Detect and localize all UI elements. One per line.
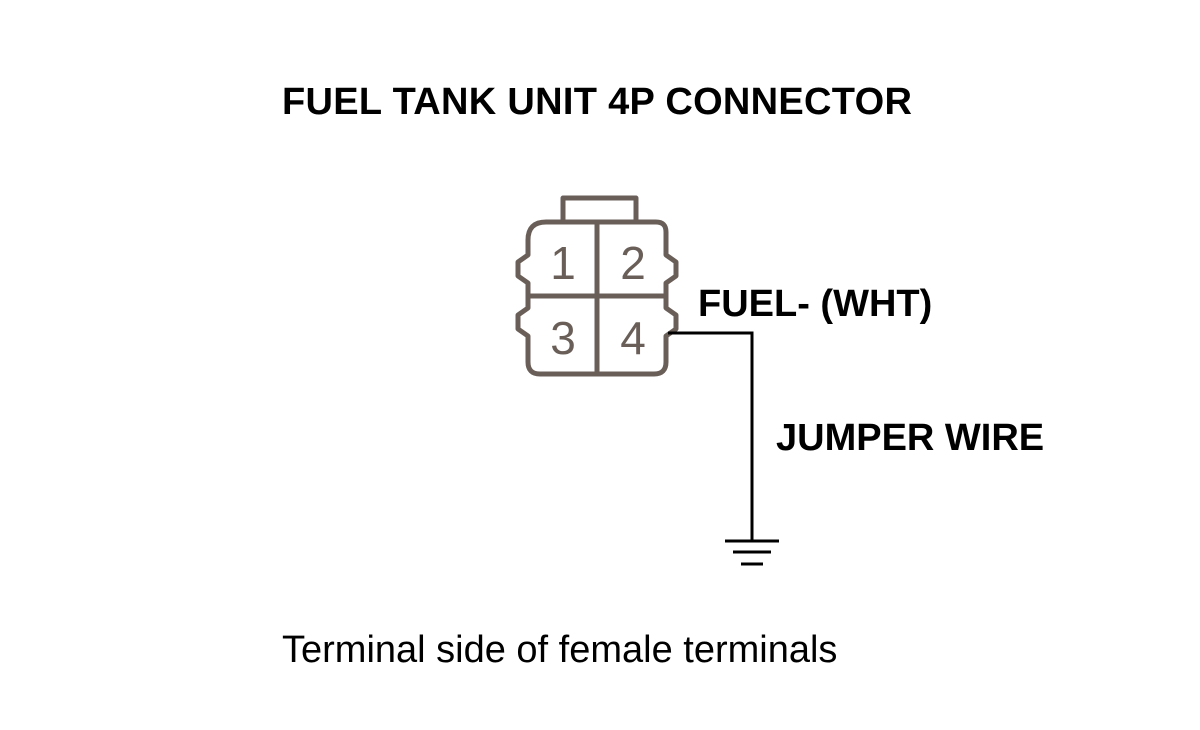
connector-housing xyxy=(515,195,679,377)
jumper-wire xyxy=(668,331,754,540)
ground-icon xyxy=(725,539,779,566)
diagram-title: FUEL TANK UNIT 4P CONNECTOR xyxy=(282,81,913,123)
fuel-wire-label: FUEL- (WHT) xyxy=(698,283,933,325)
terminal-1-label: 1 xyxy=(550,237,576,289)
connector-lock-tab xyxy=(560,195,639,222)
terminal-3-label: 3 xyxy=(550,312,576,364)
diagram-caption: Terminal side of female terminals xyxy=(282,629,838,671)
terminal-4-label: 4 xyxy=(620,312,646,364)
connector-body-outline xyxy=(515,219,679,377)
jumper-wire-label: JUMPER WIRE xyxy=(776,417,1045,459)
terminal-2-label: 2 xyxy=(620,237,646,289)
